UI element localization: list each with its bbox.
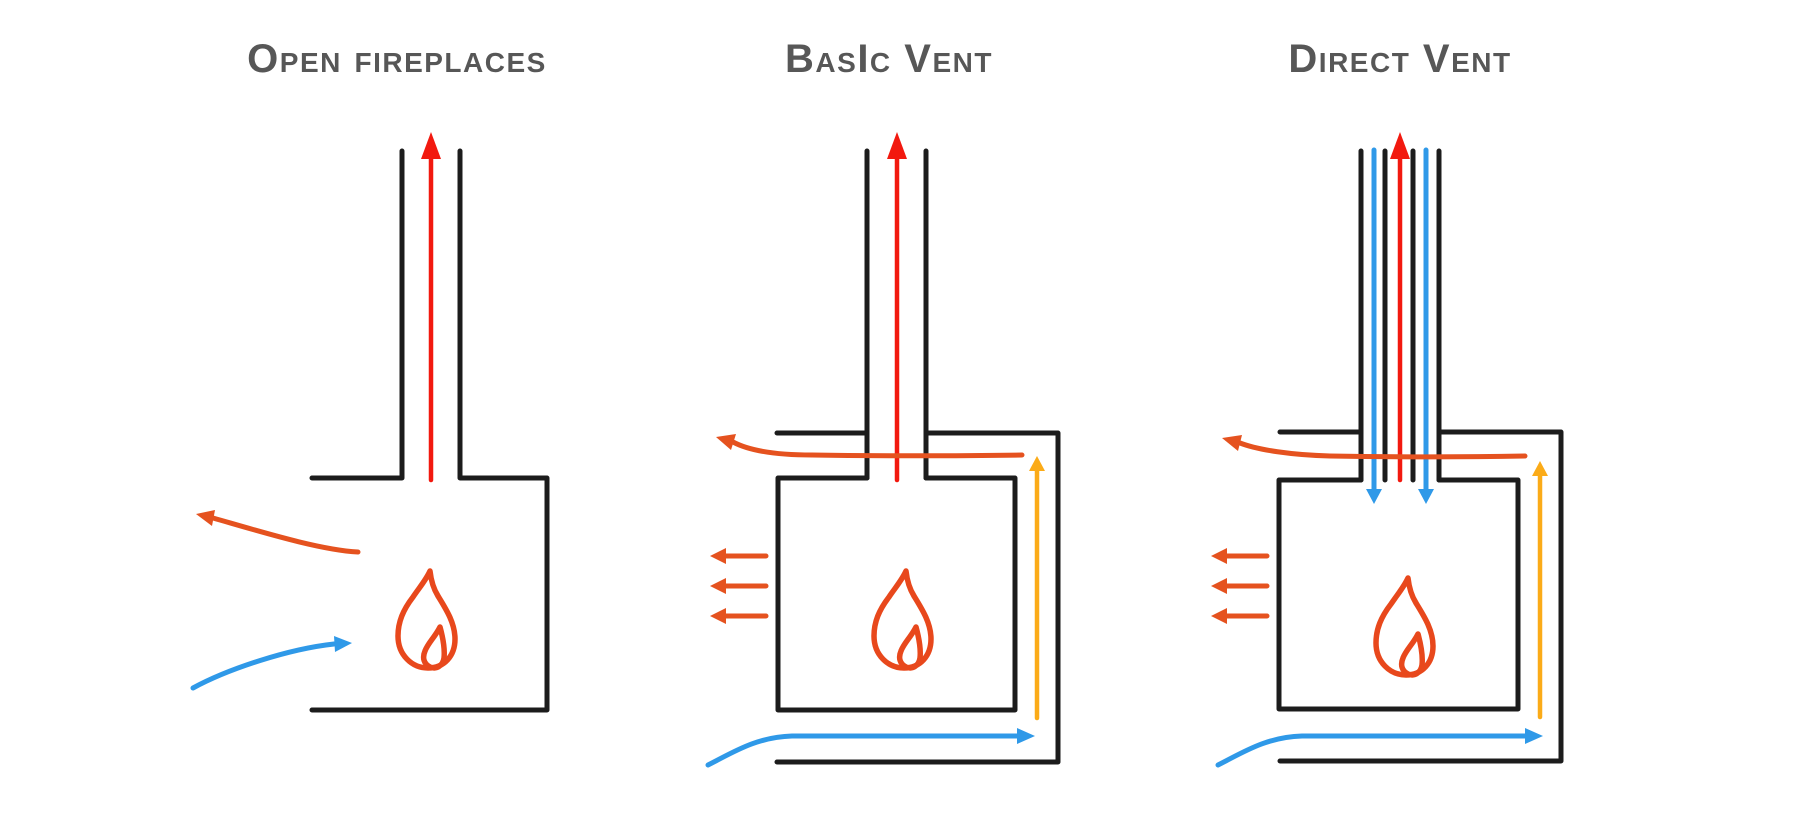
flame-icon [395,568,458,671]
heated-air-out-arrow-line [1237,440,1528,460]
heated-air-out-arrowhead-icon [1222,435,1242,451]
panel-title-direct-vent: Direct Vent [1288,37,1511,81]
flame-inner-path [420,624,447,671]
heated-air-out-arrowhead-icon [716,434,736,450]
flame-inner-path [896,624,923,671]
radiant-heat-arrowhead-icon [1211,548,1227,564]
radiant-heat-arrowhead-icon [1211,608,1227,624]
cool-air-intake-arrow-line [705,733,1021,768]
panel-direct-vent: Direct Vent [1211,37,1564,768]
radiant-heat-arrowhead-icon [710,608,726,624]
radiant-heat-arrowhead-icon [710,578,726,594]
radiant-heat-arrow-lines [1223,553,1270,619]
jacket-air-up-arrowhead-icon [1029,456,1045,471]
warm-air-escape-arrowhead-icon [196,510,215,526]
radiant-heat-arrow-lines [722,553,769,619]
cool-air-intake-arrowhead-icon [1017,728,1035,744]
basic-vent-outer-casing-walls [774,430,1061,765]
flame-icon [1373,575,1436,678]
panel-title-open-fireplaces: Open fireplaces [247,37,547,81]
open-fireplace-walls [309,148,550,713]
radiant-heat-arrowhead-icon [710,548,726,564]
panel-basic-vent: BasIc Vent [705,37,1061,768]
exhaust-up-arrowhead-icon [421,132,441,159]
radiant-heat-arrowhead-icon [1211,578,1227,594]
room-air-intake-arrowhead-icon [334,636,352,652]
room-air-intake-arrow-line [190,641,337,691]
exhaust-up-arrowhead-icon [887,132,907,159]
basic-vent-firebox-walls [775,475,1018,713]
flame-icon [871,568,934,671]
cool-air-intake-arrowhead-icon [1525,728,1543,744]
panel-open-fireplaces: Open fireplaces [190,37,550,713]
basic-vent-chimney-walls [864,148,929,481]
heated-air-out-arrow-line [730,439,1025,459]
direct-vent-firebox-walls [1276,477,1521,712]
cool-air-intake-arrow-line [1215,733,1529,768]
outside-air-down-arrowhead-icon [1418,489,1434,504]
jacket-air-up-arrowhead-icon [1532,461,1548,476]
exhaust-up-arrowhead-icon [1390,132,1410,159]
outside-air-down-arrowhead-icon [1366,489,1382,504]
flame-inner-path [1398,631,1425,678]
warm-air-escape-arrow-line [210,515,361,555]
outside-air-down-arrow-lines [1371,147,1429,493]
panel-title-basic-vent: BasIc Vent [785,37,993,81]
direct-vent-outer-casing-walls [1277,429,1564,764]
direct-vent-coaxial-pipe-walls [1358,148,1442,483]
